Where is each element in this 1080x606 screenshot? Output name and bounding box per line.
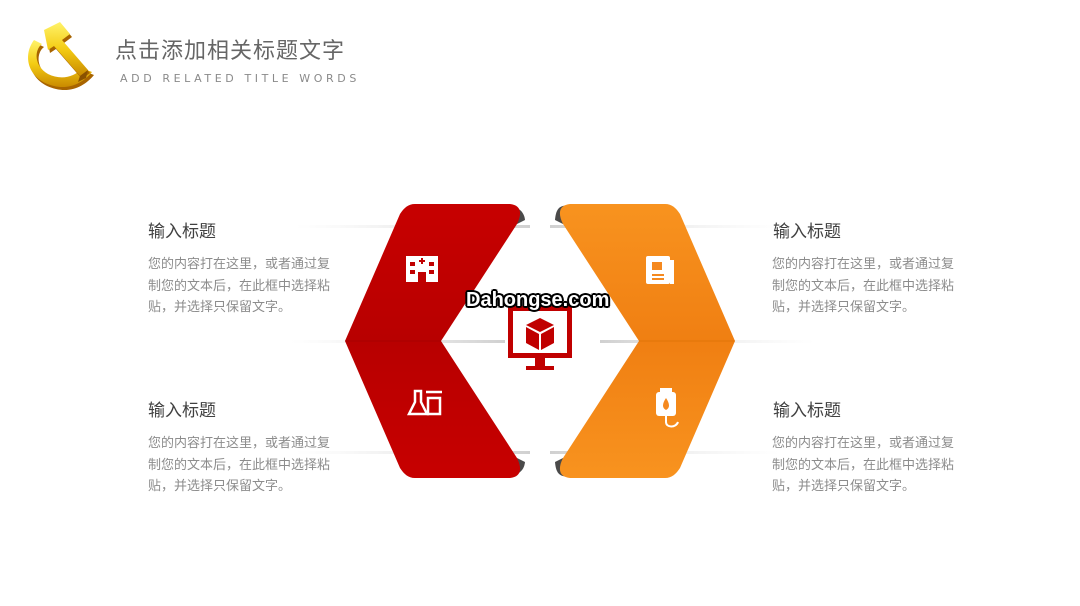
flask-icon [406,389,442,416]
item-body-4: 您的内容打在这里，或者通过复制您的文本后，在此框中选择粘贴，并选择只保留文字。 [772,436,955,494]
hospital-icon [406,256,438,282]
item-body-1: 您的内容打在这里，或者通过复制您的文本后，在此框中选择粘贴，并选择只保留文字。 [148,257,331,315]
iv-bag-icon [656,388,679,428]
page-title: 点击添加相关标题文字 [115,39,346,64]
item-body-2: 您的内容打在这里，或者通过复制您的文本后，在此框中选择粘贴，并选择只保留文字。 [148,436,331,494]
item-title-1: 输入标题 [148,222,216,242]
item-title-2: 输入标题 [148,401,216,421]
item-title-4: 输入标题 [773,401,841,421]
item-title-3: 输入标题 [773,222,841,242]
item-body-3: 您的内容打在这里，或者通过复制您的文本后，在此框中选择粘贴，并选择只保留文字。 [772,257,955,315]
medical-id-card-icon [646,256,674,284]
watermark: Dahongse.com [466,289,610,311]
orange-chevron [555,204,735,478]
red-chevron [345,204,525,478]
page-subtitle: ADD RELATED TITLE WORDS [120,72,360,85]
hammer-and-sickle-icon [28,22,94,91]
monitor-cube-icon [508,306,572,370]
